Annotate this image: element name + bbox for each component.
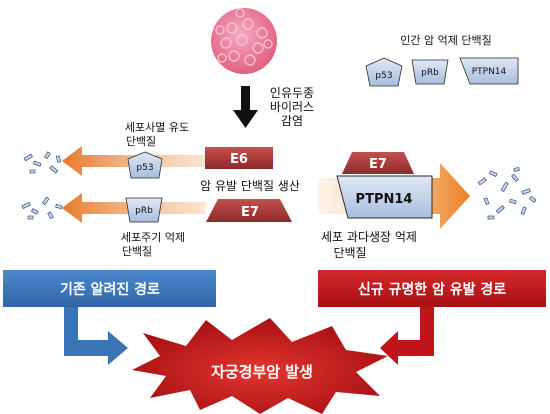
new-pathway-box: 신규 규명한 암 유발 경로 (318, 270, 546, 307)
overgrowth-label-1: 세포 과다생장 억제 (321, 230, 417, 244)
new-pathway-label: 신규 규명한 암 유발 경로 (358, 281, 506, 298)
e7-protein-left: E7 (206, 199, 292, 222)
e7-left-label: E7 (241, 205, 259, 220)
degraded-fragments-right (477, 167, 537, 220)
e6-protein: E6 (205, 147, 273, 169)
apoptosis-label-2: 단백질 (126, 135, 156, 148)
left-prb-trapezoid: pRb (125, 197, 163, 223)
ptpn14-protein: PTPN14 (336, 175, 433, 219)
legend-title: 인간 암 억제 단백질 (400, 34, 491, 47)
new-pathway-arrow (380, 307, 434, 365)
infection-text-2: 바이러스 (270, 100, 314, 114)
known-pathway-arrow (64, 307, 128, 365)
center-caption: 암 유발 단백질 생산 (200, 179, 300, 193)
infection-arrow (233, 86, 258, 128)
legend-ptpn14-shape: PTPN14 (459, 57, 519, 85)
ptpn14-label: PTPN14 (356, 192, 413, 207)
overgrowth-label-2: 단백질 (333, 246, 366, 260)
hpv-virus-image (211, 8, 277, 74)
legend-prb-trapezoid: pRb (411, 59, 449, 85)
left-p53-label: p53 (136, 163, 153, 173)
e6-label: E6 (230, 152, 248, 167)
known-pathway-label: 기존 알려진 경로 (60, 281, 160, 298)
degraded-fragments-left (21, 151, 63, 220)
legend-prb-label: pRb (421, 68, 439, 78)
infection-text-1: 인유두종 (270, 86, 314, 100)
apoptosis-label-1: 세포사멸 유도 (125, 121, 189, 134)
known-pathway-box: 기존 알려진 경로 (3, 270, 216, 307)
legend-p53-pentagon: p53 (365, 57, 403, 87)
e7-protein-right: E7 (342, 152, 414, 174)
infection-text-3: 감염 (281, 114, 303, 128)
result-label: 자궁경부암 발생 (211, 363, 313, 381)
left-prb-label: pRb (135, 206, 153, 216)
left-p53-pentagon: p53 (127, 151, 163, 179)
e7-right-label: E7 (369, 157, 387, 172)
cervical-cancer-burst: 자궁경부암 발생 (132, 318, 388, 414)
cellcycle-label-1: 세포주기 억제 (121, 231, 185, 244)
legend-p53-label: p53 (375, 71, 392, 81)
cellcycle-label-2: 단백질 (122, 245, 152, 258)
legend-ptpn14-label: PTPN14 (472, 67, 507, 77)
